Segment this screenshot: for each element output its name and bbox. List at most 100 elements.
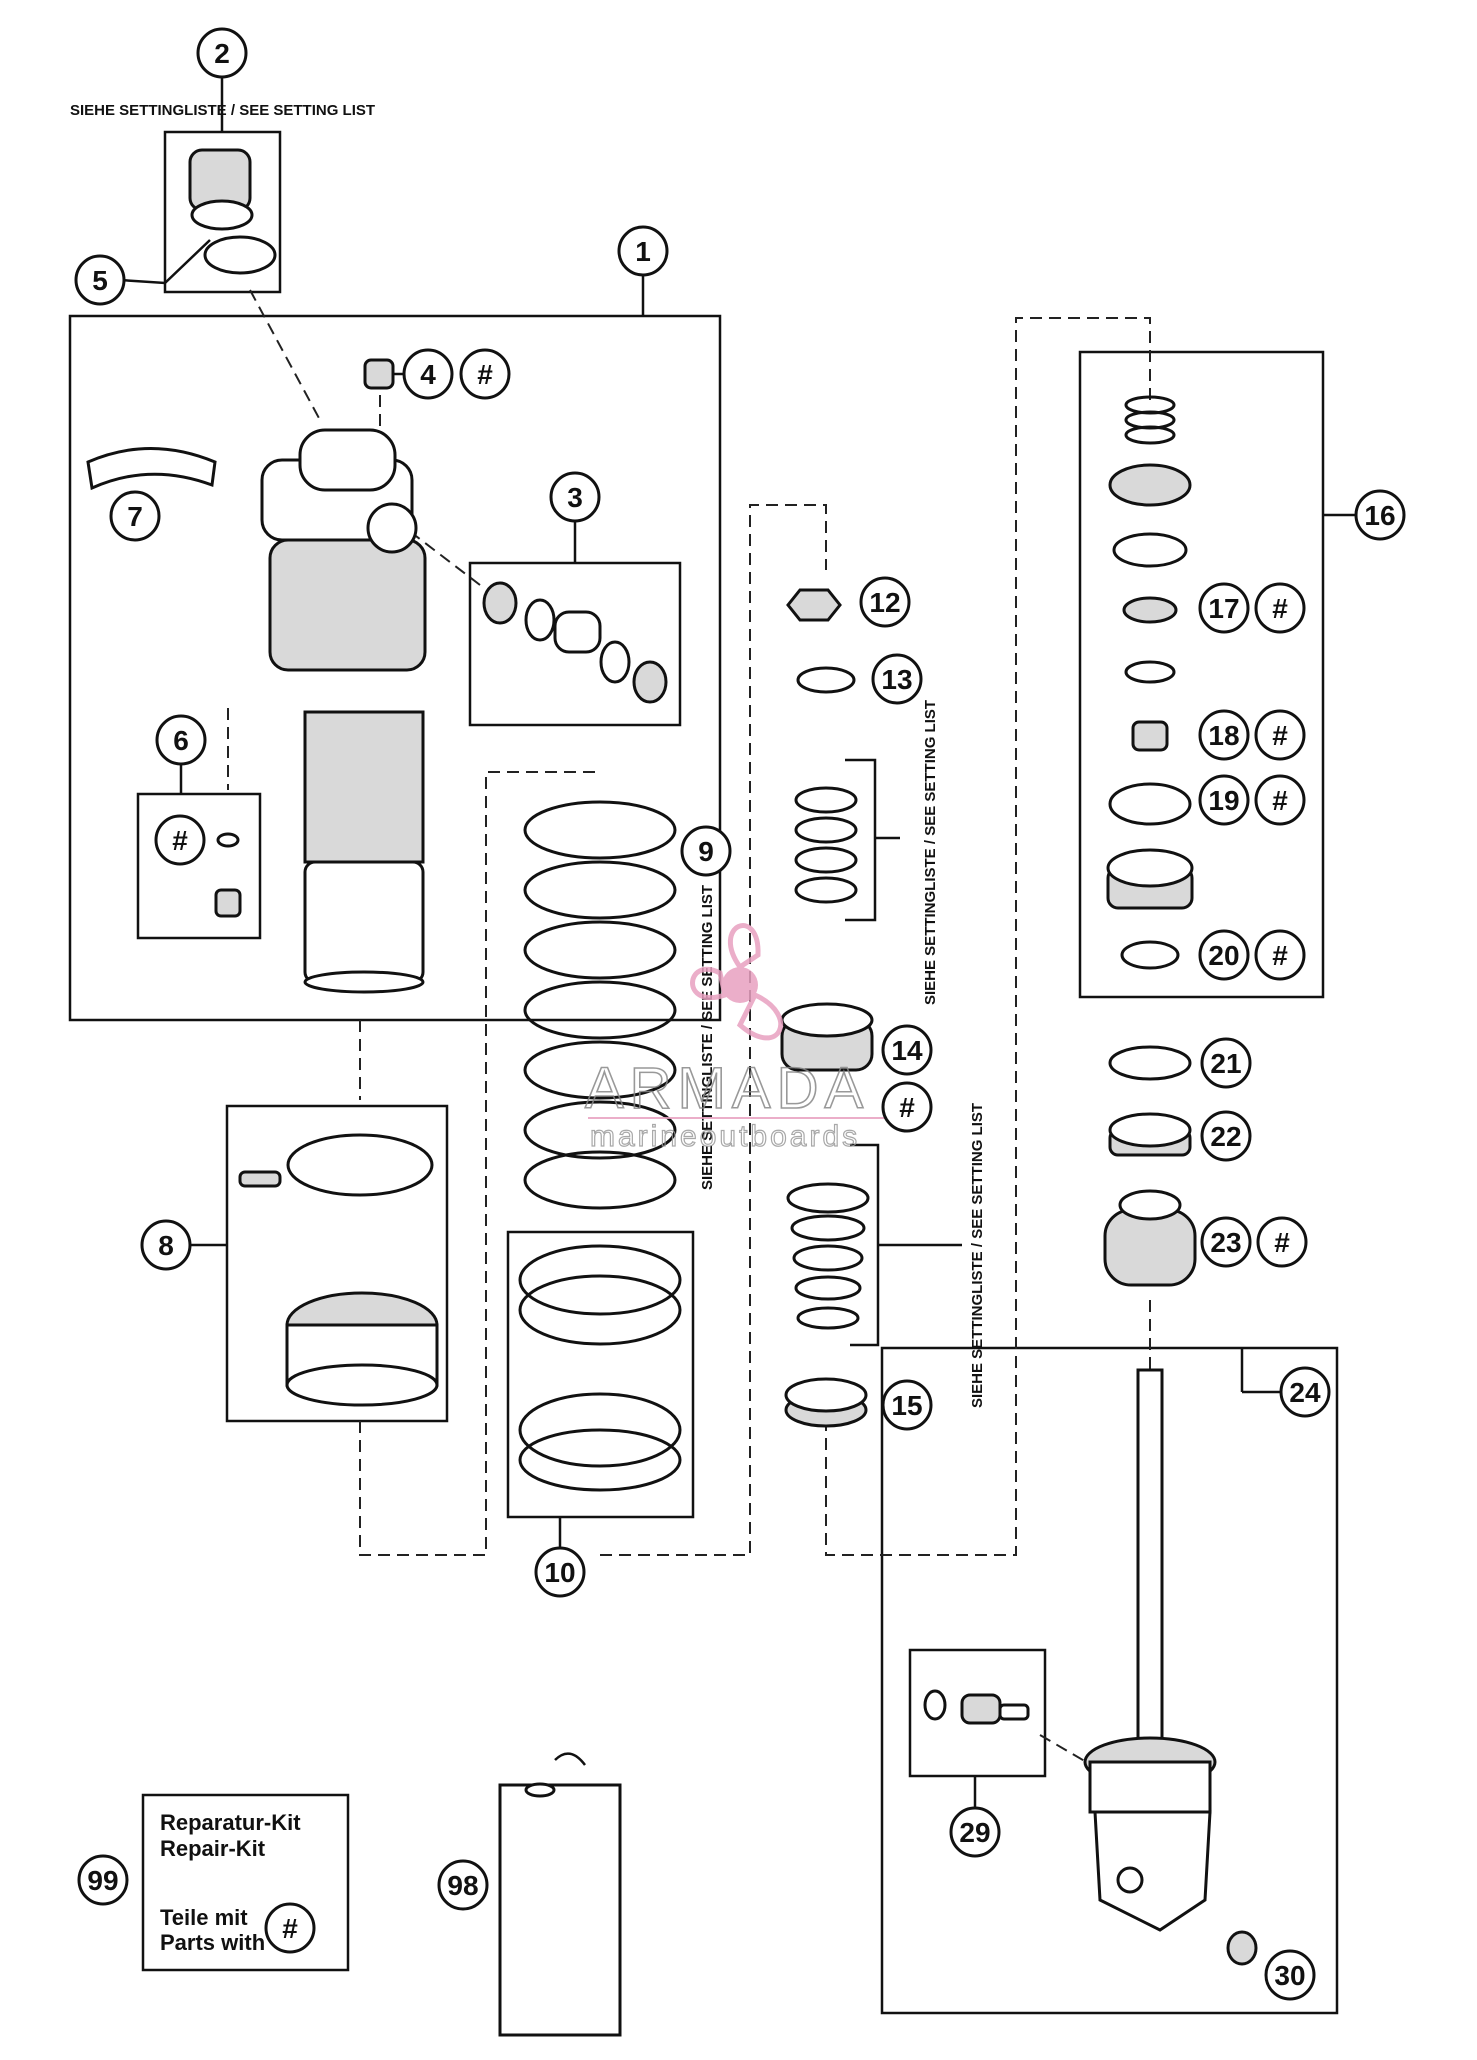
callout-12: 12	[859, 576, 911, 628]
part-16-cup	[1108, 463, 1192, 507]
svg-text:#: #	[172, 825, 188, 856]
svg-text:9: 9	[698, 836, 714, 867]
callout-17-hash: #	[1254, 582, 1306, 634]
part-2-adjuster	[188, 148, 277, 275]
svg-text:99: 99	[87, 1865, 118, 1896]
callout-5: 5	[74, 254, 126, 306]
svg-text:#: #	[282, 1913, 298, 1944]
svg-text:98: 98	[447, 1870, 478, 1901]
part-19-oring	[1108, 782, 1192, 826]
callout-3: 3	[549, 471, 601, 523]
svg-text:20: 20	[1208, 940, 1239, 971]
callout-19-hash: #	[1254, 774, 1306, 826]
part-15-washer	[784, 1377, 868, 1428]
callout-17: 17	[1198, 582, 1250, 634]
svg-text:21: 21	[1210, 1048, 1241, 1079]
svg-text:#: #	[1272, 593, 1288, 624]
watermark-brand: ARMADA	[585, 1056, 869, 1121]
svg-text:29: 29	[959, 1817, 990, 1848]
callout-99: 99	[77, 1854, 129, 1906]
svg-text:6: 6	[173, 725, 189, 756]
kit-box-99	[141, 1793, 350, 1972]
part-16-spring-small	[1124, 395, 1176, 445]
callout-10: 10	[534, 1546, 586, 1598]
callout-23: 23	[1200, 1216, 1252, 1268]
svg-text:30: 30	[1274, 1960, 1305, 1991]
svg-text:8: 8	[158, 1230, 174, 1261]
group-box-6	[136, 792, 262, 940]
svg-text:7: 7	[127, 501, 143, 532]
part-16-shim	[1124, 660, 1176, 684]
note-setting-list-shims-upper: SIEHE SETTINGLISTE / SEE SETTING LIST	[922, 700, 939, 1005]
callout-1: 1	[617, 225, 669, 277]
part-3-bearing	[482, 581, 668, 704]
svg-text:13: 13	[881, 664, 912, 695]
part-18-bushing	[1131, 720, 1169, 752]
leader-5	[119, 239, 211, 285]
dashed-path-top	[249, 289, 321, 421]
part-29-valve	[923, 1689, 1030, 1725]
part-7-shield	[86, 447, 217, 491]
svg-text:#: #	[1272, 785, 1288, 816]
part-23-bumper	[1103, 1189, 1197, 1287]
note-setting-list-2: SIEHE SETTINGLISTE / SEE SETTING LIST	[70, 102, 375, 119]
callout-16: 16	[1354, 489, 1406, 541]
svg-text:10: 10	[544, 1557, 575, 1588]
svg-text:#: #	[1274, 1227, 1290, 1258]
svg-text:1: 1	[635, 236, 651, 267]
group-box-16	[1078, 350, 1325, 999]
svg-text:12: 12	[869, 587, 900, 618]
group-box-29	[908, 1648, 1047, 1778]
part-20-scraper	[1120, 940, 1180, 970]
svg-text:15: 15	[891, 1390, 922, 1421]
svg-text:24: 24	[1289, 1377, 1321, 1408]
svg-text:19: 19	[1208, 785, 1239, 816]
callout-18-hash: #	[1254, 709, 1306, 761]
svg-text:22: 22	[1210, 1121, 1241, 1152]
callout-2: 2	[196, 27, 248, 79]
part-22-stop	[1108, 1112, 1192, 1157]
part-12-nut	[786, 588, 842, 622]
callout-23-hash: #	[1256, 1216, 1308, 1268]
callout-21: 21	[1200, 1037, 1252, 1089]
callout-98: 98	[437, 1859, 489, 1911]
group-box-10	[506, 1230, 695, 1519]
dashed-path-right	[825, 317, 1151, 1556]
part-4-screw	[363, 358, 395, 390]
part-14-piston	[780, 1002, 874, 1072]
svg-text:2: 2	[214, 38, 230, 69]
dashed-path-spring	[600, 504, 827, 1556]
callout-kit-hash: #	[264, 1902, 316, 1954]
callout-8: 8	[140, 1219, 192, 1271]
kit-line-2: Repair-Kit	[160, 1836, 266, 1861]
svg-text:16: 16	[1364, 500, 1395, 531]
callout-4: 4	[402, 348, 454, 400]
svg-text:4: 4	[420, 359, 436, 390]
callout-22: 22	[1200, 1110, 1252, 1162]
watermark-tagline: marineoutboards	[590, 1120, 860, 1153]
part-24-shaft	[1083, 1368, 1217, 1932]
callout-19: 19	[1198, 774, 1250, 826]
svg-text:17: 17	[1208, 593, 1239, 624]
part-30-bushing	[1226, 1930, 1258, 1966]
part-17-seal	[1122, 596, 1178, 624]
kit-line-1: Reparatur-Kit	[160, 1810, 301, 1835]
svg-text:18: 18	[1208, 720, 1239, 751]
svg-text:5: 5	[92, 265, 108, 296]
part-9-spring	[523, 800, 677, 1210]
callout-4-hash: #	[459, 348, 511, 400]
callout-29: 29	[949, 1806, 1001, 1858]
part-1-body	[260, 428, 427, 994]
callout-7: 7	[109, 490, 161, 542]
part-6-valve	[214, 832, 242, 918]
part-8-clamp	[238, 1133, 439, 1407]
svg-text:#: #	[899, 1092, 915, 1123]
svg-text:23: 23	[1210, 1227, 1241, 1258]
callout-18: 18	[1198, 709, 1250, 761]
note-setting-list-9: SIEHE SETTINGLISTE / SEE SETTING LIST	[699, 885, 716, 1190]
propeller-icon	[690, 923, 784, 1041]
group-box-24	[880, 1346, 1339, 2015]
callout-20: 20	[1198, 929, 1250, 981]
part-16-seal-head	[1106, 848, 1194, 910]
